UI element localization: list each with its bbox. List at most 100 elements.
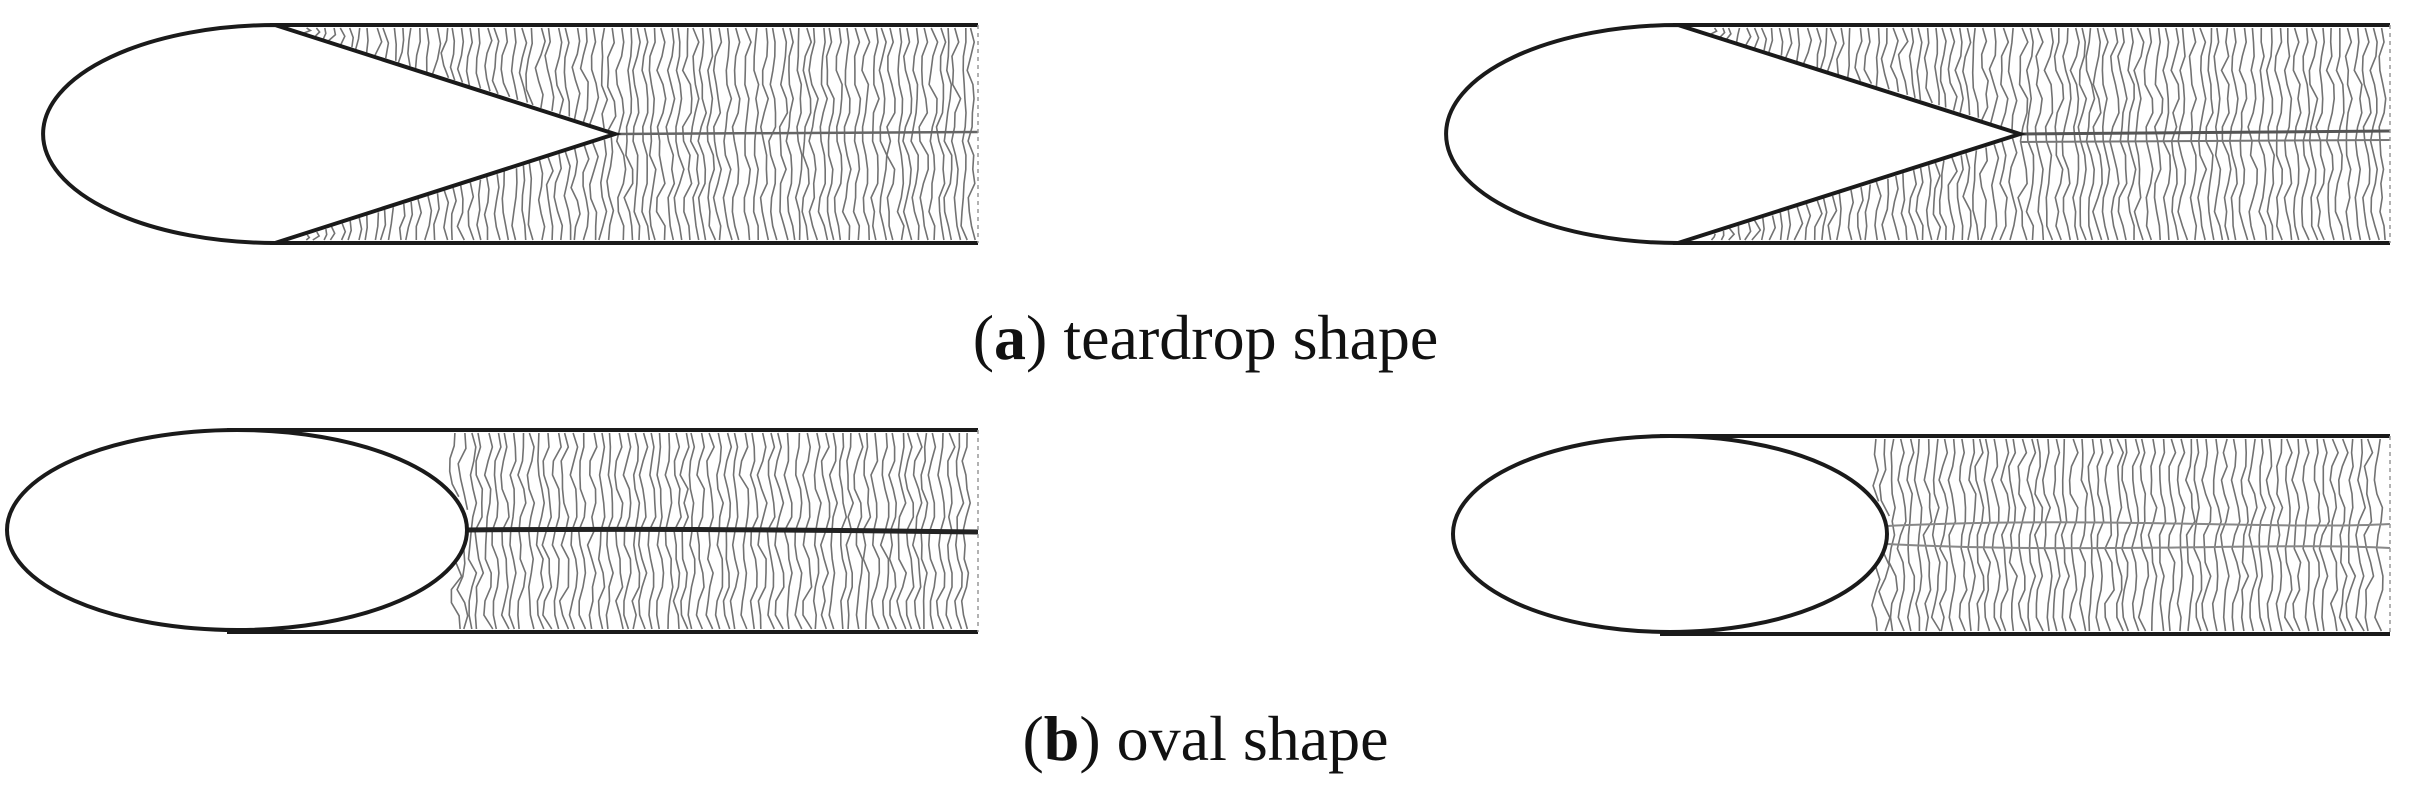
streamline <box>364 214 369 241</box>
streamline <box>521 165 527 241</box>
streamline <box>1826 27 1837 73</box>
streamline <box>1891 175 1900 241</box>
streamline <box>1971 27 1980 118</box>
streamline <box>1999 140 2008 241</box>
oval-body <box>5 428 469 632</box>
streamline <box>2312 438 2321 632</box>
streamline <box>1958 438 1968 632</box>
streamline <box>2130 438 2141 632</box>
streamline <box>2000 27 2010 128</box>
streamline <box>2228 27 2239 241</box>
streamline <box>1864 184 1871 241</box>
streamline <box>327 27 337 43</box>
streamline <box>1863 27 1873 84</box>
streamline <box>2334 27 2345 241</box>
streamline <box>2369 27 2380 241</box>
streamline <box>2292 27 2302 241</box>
streamline <box>2078 438 2089 632</box>
streamline <box>2184 438 2196 632</box>
streamline <box>1900 173 1908 241</box>
streamline <box>493 174 501 241</box>
streamline <box>525 27 534 106</box>
streamline <box>1962 152 1972 241</box>
streamline <box>1906 438 1916 632</box>
streamline <box>1954 27 1964 113</box>
streamline <box>414 27 422 69</box>
streamline <box>582 145 590 241</box>
streamline <box>902 27 913 241</box>
streamline <box>1932 162 1942 241</box>
streamline <box>1719 27 1726 38</box>
streamline <box>606 27 617 132</box>
streamline <box>2240 438 2250 632</box>
streamline <box>1908 169 1919 241</box>
streamline <box>2213 27 2224 241</box>
streamline <box>1938 438 1949 632</box>
streamline <box>2265 438 2276 632</box>
streamline <box>415 198 423 240</box>
streamline <box>398 204 406 241</box>
streamline <box>1922 438 1933 632</box>
streamline <box>511 168 518 241</box>
streamline <box>1947 438 1957 632</box>
streamline <box>2265 27 2276 241</box>
streamline <box>1768 215 1777 241</box>
streamline <box>2325 27 2336 241</box>
streamline <box>1956 155 1964 241</box>
streamline <box>456 550 469 630</box>
streamline <box>2201 438 2212 632</box>
teardrop-panel-2 <box>1444 22 2391 246</box>
streamline <box>1980 27 1989 121</box>
streamline <box>2247 27 2259 241</box>
streamline <box>545 156 554 241</box>
streamline <box>2095 438 2105 632</box>
streamline <box>1972 150 1980 241</box>
streamline <box>365 27 369 54</box>
streamline <box>374 212 380 241</box>
streamline <box>374 27 383 57</box>
streamline <box>2137 438 2150 632</box>
streamline <box>2300 27 2311 241</box>
streamline <box>303 27 313 34</box>
streamline <box>397 27 405 65</box>
streamline <box>2291 438 2302 632</box>
streamline <box>305 234 311 241</box>
streamline <box>563 27 571 117</box>
streamline <box>1871 566 1881 632</box>
streamline <box>1846 27 1851 79</box>
streamline <box>2329 438 2339 632</box>
streamline <box>950 27 962 241</box>
streamline <box>2104 438 2115 632</box>
streamline <box>886 27 896 241</box>
streamline <box>1847 189 1855 241</box>
caption-a: (a) teardrop shape <box>972 302 1439 373</box>
streamline <box>2167 438 2177 632</box>
streamline <box>1725 27 1732 41</box>
streamline <box>878 27 888 241</box>
streamline <box>407 27 412 67</box>
streamline <box>518 27 529 103</box>
streamline <box>918 27 930 241</box>
wake-streak-upper <box>1886 521 2391 527</box>
streamline <box>2068 438 2079 632</box>
streamline <box>2355 438 2367 632</box>
streamline <box>2041 438 2053 632</box>
streamline <box>2275 438 2284 632</box>
streamline <box>2033 438 2044 632</box>
streamline <box>1947 157 1958 241</box>
streamline <box>1999 438 2011 632</box>
streamline <box>449 27 456 81</box>
streamline <box>1751 219 1762 241</box>
streamline <box>910 27 920 241</box>
wake-streak-lower <box>1886 543 2391 550</box>
streamline <box>1913 438 1923 631</box>
streamline <box>588 27 600 126</box>
streamline <box>2147 438 2158 632</box>
streamline <box>1827 195 1838 241</box>
streamline <box>1745 27 1752 46</box>
streamline <box>2308 27 2319 241</box>
streamline <box>2318 438 2331 632</box>
streamline <box>2211 438 2223 632</box>
streamline <box>348 27 355 48</box>
streamline <box>1793 206 1804 241</box>
